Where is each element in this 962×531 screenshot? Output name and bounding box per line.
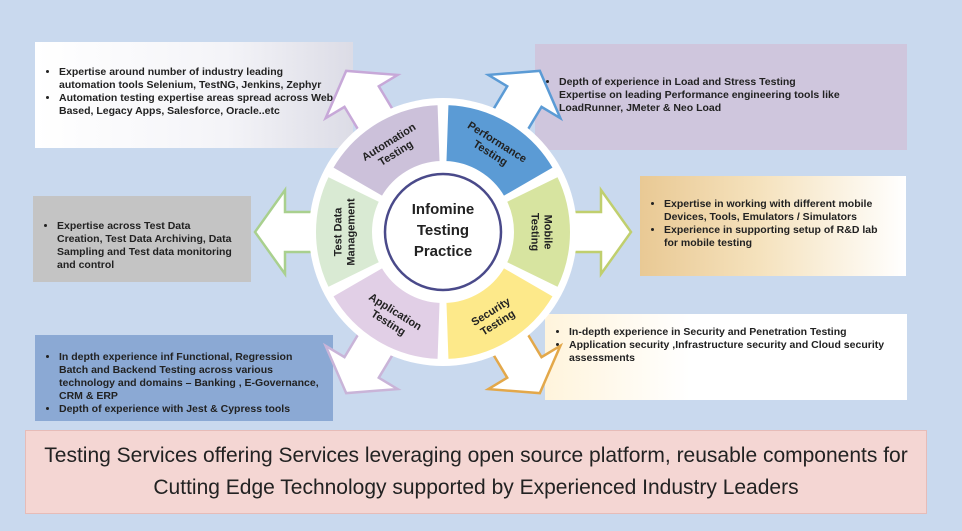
test-data-info-box: Expertise across Test Data Creation, Tes…	[33, 196, 251, 282]
testdata-segment-label: Test DataManagement	[333, 198, 358, 266]
security-bullet-2: Application security ,Infrastructure sec…	[569, 339, 893, 365]
footer-banner: Testing Services offering Services lever…	[25, 430, 927, 514]
application-segment	[330, 265, 442, 361]
testdata-segment-label-line: Management	[346, 198, 358, 266]
performance-segment	[444, 103, 556, 199]
hub-circle	[383, 172, 503, 292]
mobile-info-box: Expertise in working with different mobi…	[640, 176, 906, 276]
hub-label-line: Practice	[414, 243, 472, 260]
mobile-segment-label: MobileTesting	[529, 213, 554, 251]
testdata-segment-label-line: Test Data	[333, 207, 345, 257]
security-bullet-1: In-depth experience in Security and Pene…	[569, 326, 893, 339]
automation-bullet-1: Expertise around number of industry lead…	[59, 66, 339, 92]
automation-info-box: Expertise around number of industry lead…	[35, 42, 353, 148]
footer-line-1: Testing Services offering Services lever…	[44, 444, 908, 467]
hub-label-line: Infomine	[412, 201, 475, 218]
automation-segment	[330, 103, 442, 199]
mobile-segment	[504, 174, 572, 290]
hub-label-line: Testing	[417, 222, 469, 239]
mobile-segment-label-line: Testing	[529, 213, 541, 251]
application-info-box: In depth experience inf Functional, Regr…	[35, 335, 333, 421]
testdata-segment	[314, 174, 382, 290]
security-segment	[444, 265, 556, 361]
application-bullet-1: In depth experience inf Functional, Regr…	[59, 351, 319, 403]
performance-bullet-1: Depth of experience in Load and Stress T…	[559, 76, 893, 89]
mobile-segment-label-line: Mobile	[542, 215, 554, 250]
application-bullet-2: Depth of experience with Jest & Cypress …	[59, 403, 319, 416]
footer-line-2: Cutting Edge Technology supported by Exp…	[153, 476, 799, 499]
mobile-bullet-1: Expertise in working with different mobi…	[664, 198, 892, 224]
performance-bullet-2: Expertise on leading Performance enginee…	[559, 89, 893, 115]
mobile-bullet-2: Experience in supporting setup of R&D la…	[664, 224, 892, 250]
security-info-box: In-depth experience in Security and Pene…	[545, 314, 907, 400]
test-data-bullet-1: Expertise across Test Data Creation, Tes…	[57, 220, 237, 272]
performance-info-box: Depth of experience in Load and Stress T…	[535, 44, 907, 150]
automation-bullet-2: Automation testing expertise areas sprea…	[59, 92, 339, 118]
